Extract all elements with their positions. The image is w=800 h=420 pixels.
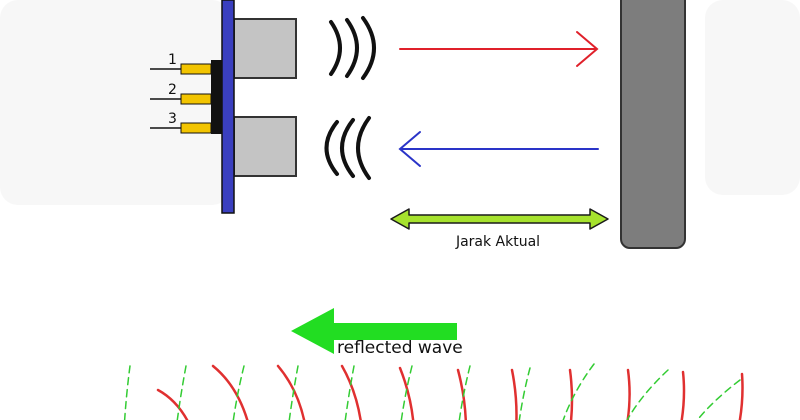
- pin-3-label: 3: [168, 111, 177, 127]
- wave-field: [123, 363, 744, 420]
- reflected-wavefronts: [156, 364, 744, 420]
- pin-header: [211, 60, 222, 134]
- pin-1-label: 1: [168, 52, 177, 68]
- return-signal-arrow: [398, 131, 599, 167]
- reflected-wave-arrow: [291, 308, 457, 354]
- received-sound-waves: [324, 116, 371, 180]
- pin-1: [180, 63, 212, 75]
- outgoing-signal-arrow: [399, 31, 599, 67]
- pin-2-label: 2: [168, 82, 177, 98]
- receiver-transducer: [233, 116, 297, 177]
- pin-wires: [150, 68, 181, 129]
- pin-3: [180, 122, 212, 134]
- background-shapes: [0, 0, 800, 205]
- incident-wavefronts: [123, 363, 741, 420]
- emitted-sound-waves: [329, 16, 376, 80]
- distance-arrow: [390, 208, 609, 230]
- transmitter-transducer: [233, 18, 297, 79]
- ultrasonic-sensor: 1 2 3: [150, 0, 297, 214]
- pin-2: [180, 93, 212, 105]
- obstacle: [620, 0, 686, 249]
- reflected-wave-label: reflected wave: [337, 338, 463, 358]
- sensor-board: [221, 0, 235, 214]
- distance-label: Jarak Aktual: [455, 234, 540, 250]
